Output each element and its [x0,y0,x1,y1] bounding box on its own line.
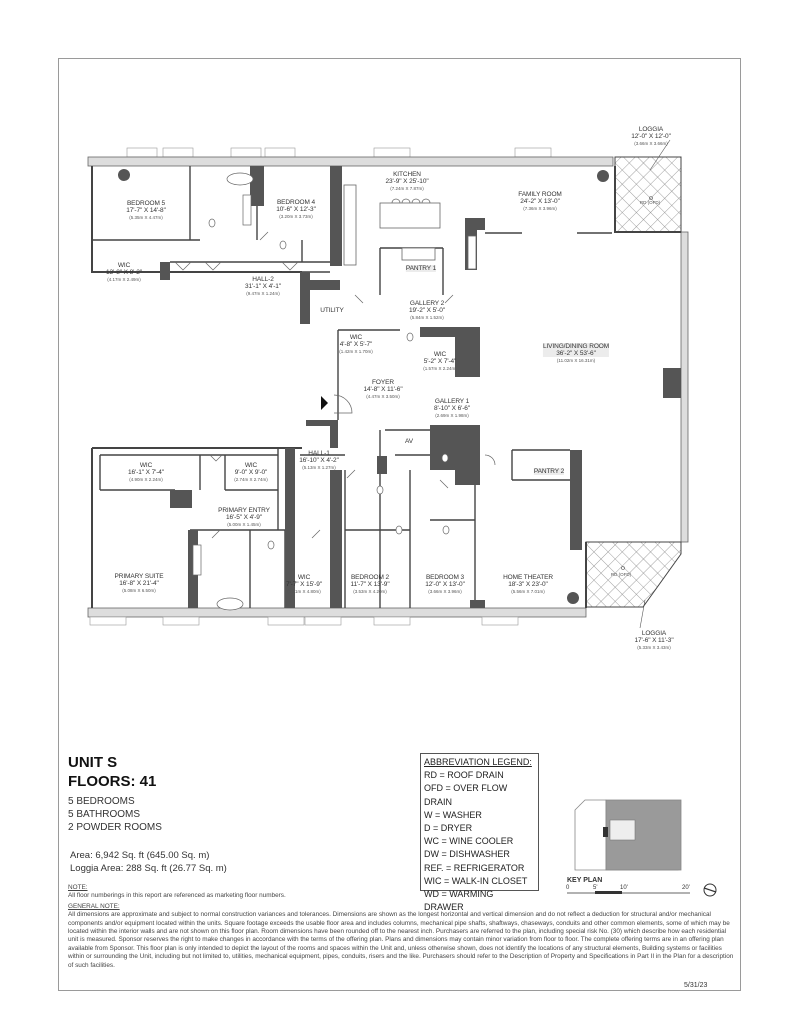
document-frame [58,58,741,991]
plan-date: 5/31/23 [684,982,708,989]
key-plan-label: KEY PLAN [567,877,603,884]
room-label-av: AV [405,438,413,445]
room-label-pantry-1: PANTRY 1 [405,265,437,272]
room-label-utility: UTILITY [320,307,344,314]
room-label-pantry-2: PANTRY 2 [533,468,565,475]
scale-tick-20: 20' [682,885,690,891]
legend-item: WIC = WALK-IN CLOSET [424,875,528,886]
note-text: All floor numberings in this report are … [68,892,286,900]
bedroom-count: 5 BEDROOMS [68,796,135,807]
general-note-text: All dimensions are approximate and subje… [68,911,734,969]
unit-area: Area: 6,942 Sq. ft (645.00 Sq. m) [70,850,210,861]
legend-item: WC = WINE COOLER [424,836,514,847]
legend-item: W = WASHER [424,809,482,820]
key-plan-graphic [567,799,717,897]
bathroom-count: 5 BATHROOMS [68,809,141,820]
legend-item: DW = DISHWASHER [424,849,510,860]
scale-tick-0: 0 [566,885,570,891]
note-title: NOTE: [68,884,88,891]
scale-tick-10: 10' [620,885,628,891]
unit-name: UNIT S [68,754,118,771]
powder-room-count: 2 POWDER ROOMS [68,822,162,833]
legend-item: RD = ROOF DRAIN [424,770,504,781]
general-note-title: GENERAL NOTE: [68,902,120,910]
notes-block: NOTE: All floor numberings in this repor… [68,884,736,970]
unit-title-block: UNIT S FLOORS: 41 [68,753,156,791]
legend-item: WD = WARMING DRAWER [424,889,494,913]
unit-area-block: Area: 6,942 Sq. ft (645.00 Sq. m) Loggia… [70,849,227,875]
legend-item: REF. = REFRIGERATOR [424,862,525,873]
unit-floors: FLOORS: 41 [68,773,157,790]
scale-tick-5: 5' [593,885,598,891]
legend-item: D = DRYER [424,823,473,834]
fixture-drain-tag-bottom: RD (OFD) [610,572,632,577]
fixture-drain-tag-top: RD (OFD) [639,200,661,205]
loggia-area: Loggia Area: 288 Sq. ft (26.77 Sq. m) [70,863,227,874]
legend-title: ABBREVIATION LEGEND: [424,757,532,767]
abbreviation-legend: ABBREVIATION LEGEND: RD = ROOF DRAIN OFD… [420,753,539,912]
unit-room-counts: 5 BEDROOMS 5 BATHROOMS 2 POWDER ROOMS [68,795,162,834]
legend-item: OFD = OVER FLOW DRAIN [424,783,508,807]
